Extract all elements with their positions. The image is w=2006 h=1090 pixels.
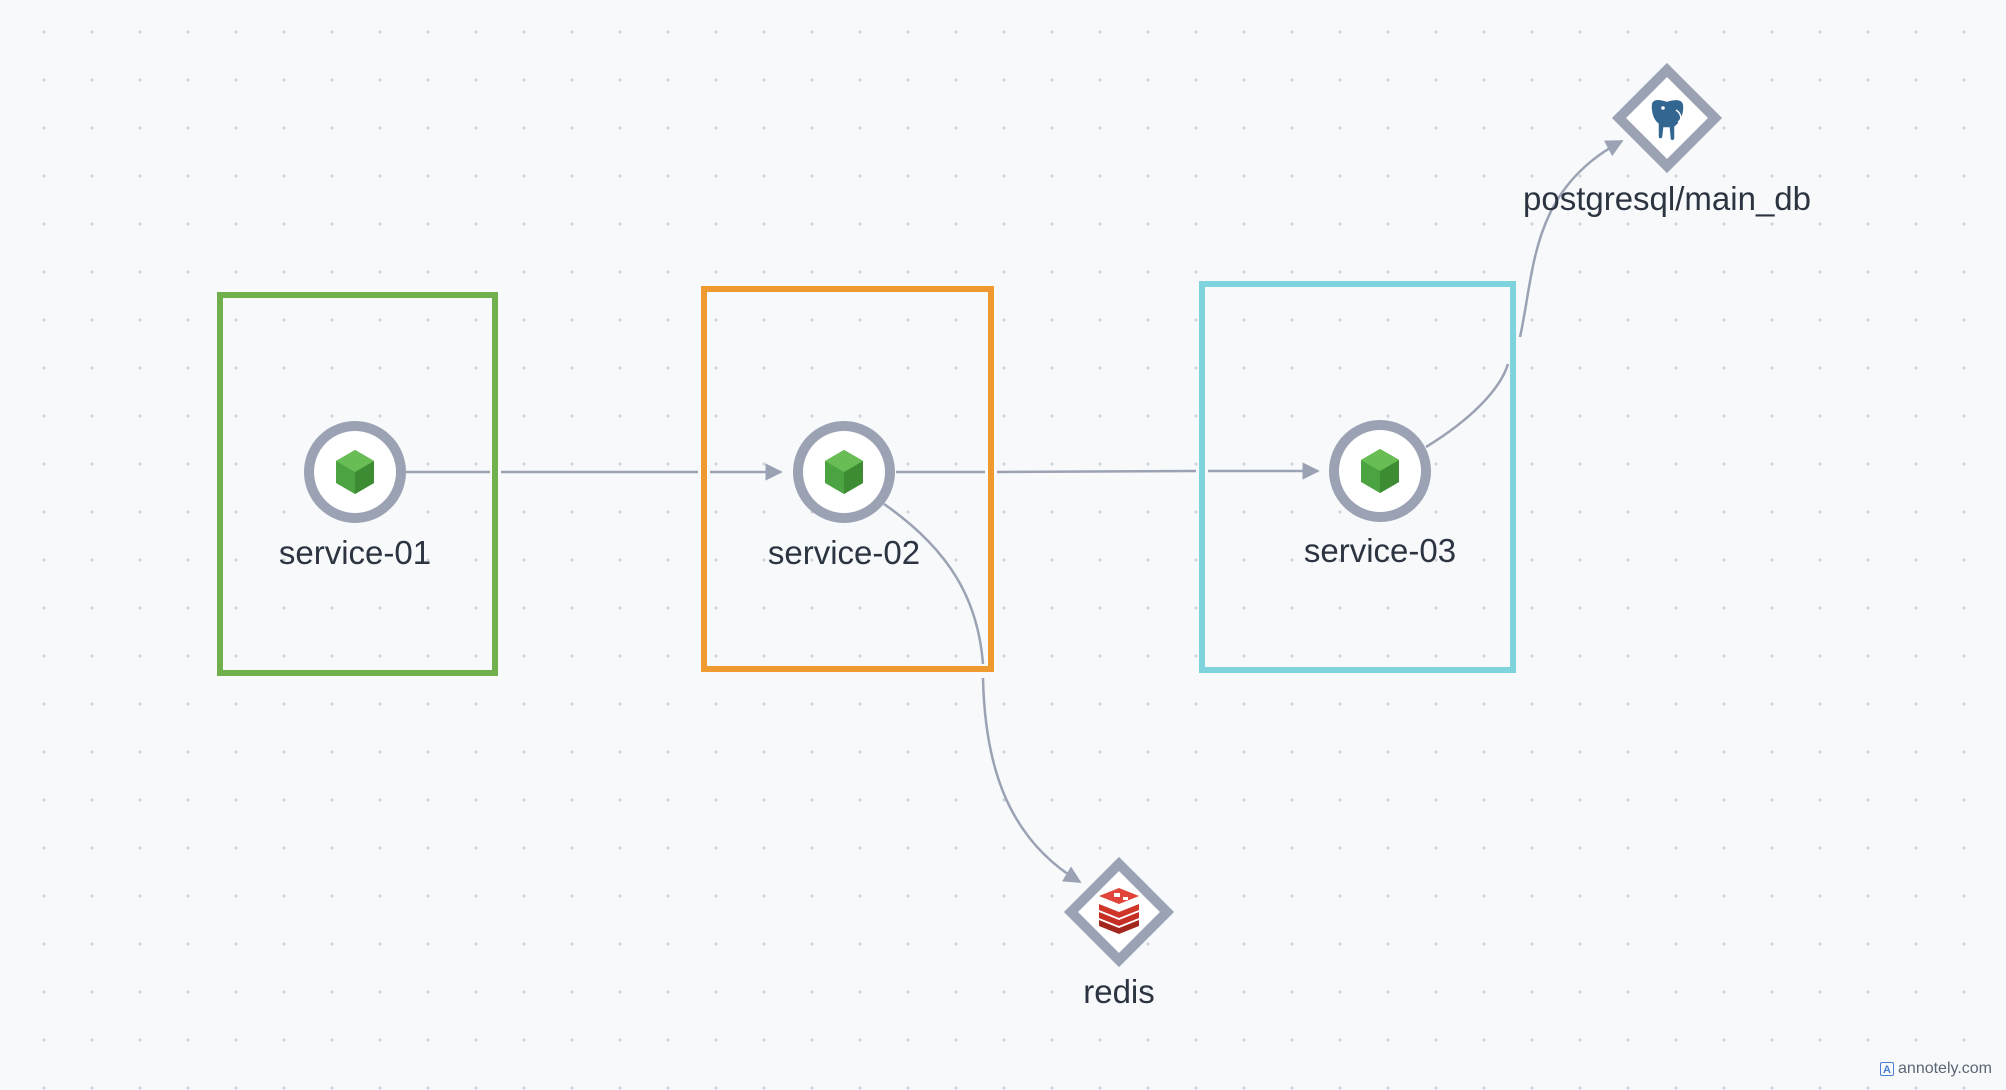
group-box-service-01[interactable]	[217, 292, 498, 676]
edge-service-02-to-service-03[interactable]	[896, 462, 1320, 480]
watermark-text: annotely.com	[1898, 1060, 1992, 1077]
edge-service-02-to-redis[interactable]	[883, 502, 1082, 884]
edge-service-03-to-postgresql[interactable]	[1425, 139, 1624, 449]
node-label-redis: redis	[1083, 973, 1155, 1010]
node-service-02[interactable]	[793, 421, 895, 523]
nodejs-hexagon-icon	[336, 450, 374, 494]
postgresql-elephant-icon	[1650, 98, 1685, 142]
watermark: A annotely.com	[1880, 1060, 1992, 1078]
node-label-postgresql: postgresql/main_db	[1522, 180, 1812, 217]
node-service-01[interactable]	[304, 421, 406, 523]
nodejs-hexagon-icon	[1361, 449, 1399, 493]
annotely-logo-icon: A	[1880, 1062, 1895, 1076]
node-label-service-01: service-01	[278, 534, 432, 571]
node-label-service-02: service-02	[767, 534, 921, 571]
node-postgresql[interactable]	[1611, 62, 1723, 174]
node-label-service-03: service-03	[1303, 532, 1457, 569]
redis-icon	[1099, 888, 1139, 934]
group-box-service-03[interactable]	[1199, 281, 1516, 673]
node-redis[interactable]	[1063, 856, 1175, 968]
node-service-03[interactable]	[1329, 420, 1431, 522]
nodejs-hexagon-icon	[825, 450, 863, 494]
group-box-service-02[interactable]	[701, 286, 994, 672]
